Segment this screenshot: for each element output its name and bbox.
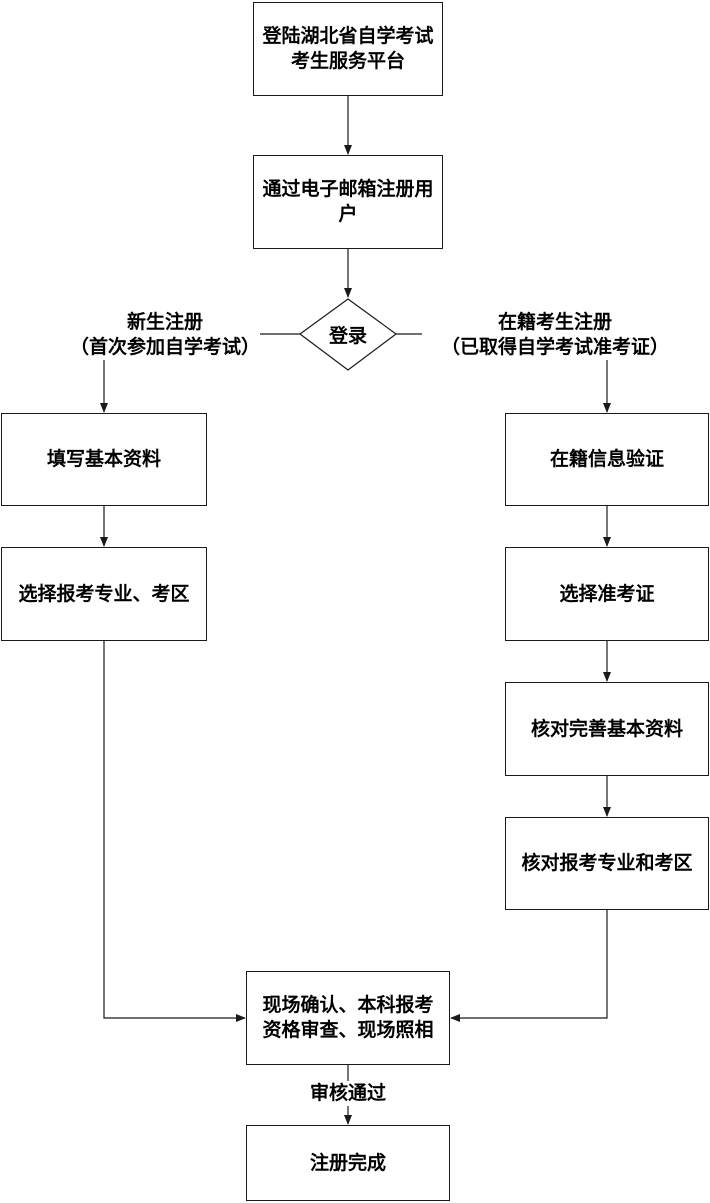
node-enrolled-verify: 在籍信息验证 bbox=[505, 413, 709, 506]
node-register-email: 通过电子邮箱注册用户 bbox=[253, 155, 443, 249]
label-enrolled-title: 在籍考生注册 bbox=[497, 311, 612, 333]
label-review-passed: 审核通过 bbox=[293, 1081, 403, 1106]
node-login-platform-text: 登陆湖北省自学考试考生服务平台 bbox=[262, 25, 434, 72]
node-select-major-area-text: 选择报考专业、考区 bbox=[18, 582, 190, 605]
label-new-student-title: 新生注册 bbox=[126, 311, 203, 333]
label-enrolled-student: 在籍考生注册 （已取得自学考试准考证） bbox=[410, 310, 700, 360]
node-select-admission: 选择准考证 bbox=[505, 547, 709, 641]
edge-major-to-onsite bbox=[450, 910, 608, 1022]
label-new-student: 新生注册 （首次参加自学考试） bbox=[40, 310, 290, 360]
label-new-student-note: （首次参加自学考试） bbox=[69, 336, 260, 358]
node-enrolled-verify-text: 在籍信息验证 bbox=[549, 448, 664, 470]
node-registration-complete: 注册完成 bbox=[246, 1125, 450, 1201]
node-onsite-confirm-text: 现场确认、本科报考资格审查、现场照相 bbox=[262, 994, 434, 1041]
node-verify-basic-info: 核对完善基本资料 bbox=[505, 682, 709, 776]
node-registration-complete-text: 注册完成 bbox=[309, 1151, 386, 1174]
node-login-platform: 登陆湖北省自学考试考生服务平台 bbox=[253, 2, 443, 96]
node-register-email-text: 通过电子邮箱注册用户 bbox=[262, 178, 434, 225]
label-review-passed-text: 审核通过 bbox=[309, 1082, 386, 1104]
node-login-decision: 登录 bbox=[300, 299, 396, 370]
node-onsite-confirm: 现场确认、本科报考资格审查、现场照相 bbox=[246, 971, 450, 1065]
node-verify-major-area: 核对报考专业和考区 bbox=[505, 817, 709, 910]
login-diamond bbox=[298, 298, 398, 371]
node-verify-basic-info-text: 核对完善基本资料 bbox=[530, 717, 683, 740]
node-login-decision-text: 登录 bbox=[328, 325, 367, 347]
node-verify-major-area-text: 核对报考专业和考区 bbox=[521, 852, 693, 874]
node-select-major-area: 选择报考专业、考区 bbox=[1, 547, 207, 641]
label-enrolled-note: （已取得自学考试准考证） bbox=[440, 336, 669, 358]
node-select-admission-text: 选择准考证 bbox=[559, 582, 655, 605]
node-fill-basic-info: 填写基本资料 bbox=[1, 413, 207, 506]
edge-select-to-onsite bbox=[103, 641, 246, 1022]
node-fill-basic-info-text: 填写基本资料 bbox=[46, 448, 161, 470]
